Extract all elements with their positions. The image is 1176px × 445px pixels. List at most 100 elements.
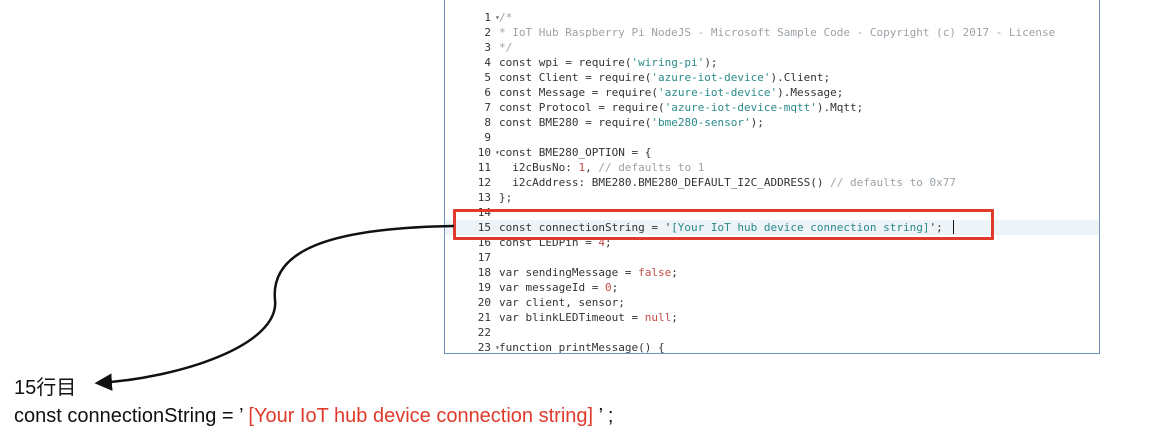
code-line[interactable]: 23 ▾function printMessage() { [445,340,1099,353]
line-number: 19 [477,281,491,294]
code-token: i2cBusNo: [499,161,579,174]
code-text: /* [499,10,512,25]
arrow-curve [94,224,455,391]
annotation-code-prefix: const connectionString = ’ [14,405,249,427]
code-line[interactable]: 1 ▾/* [445,10,1099,25]
line-number: 4 [484,56,491,69]
code-token: ).Message; [777,86,844,99]
line-number: 6 [484,86,491,99]
line-number: 11 [477,161,491,174]
code-text: const Protocol = require('azure-iot-devi… [499,100,863,115]
code-token: ; [671,266,678,279]
code-line[interactable]: 21 var blinkLEDTimeout = null; [445,310,1099,325]
line-number: 20 [477,296,491,309]
code-token: const wpi = require( [499,56,632,69]
code-token: ; [604,236,612,249]
line-number: 9 [484,131,491,144]
code-token: 'azure-iot-device' [657,86,778,99]
code-text: const BME280_OPTION = { [499,145,651,160]
annotation-line-label: 15行目 [14,377,77,399]
code-token: }; [499,191,513,204]
code-text: const BME280 = require('bme280-sensor'); [499,115,764,130]
code-token: null [644,311,672,324]
code-token: var sendingMessage = [499,266,639,279]
code-editor[interactable]: 1▾/*2* IoT Hub Raspberry Pi NodeJS - Mic… [444,0,1100,354]
code-token: */ [499,41,513,54]
code-line[interactable]: 6 const Message = require('azure-iot-devi… [445,85,1099,100]
code-line[interactable]: 3 */ [445,40,1099,55]
code-line[interactable]: 13}; [445,190,1099,205]
code-token: [Your IoT hub device connection string] [671,221,930,234]
code-token: /* [499,11,513,24]
code-token: ); [750,116,764,129]
code-text: var client, sensor; [499,295,625,310]
code-token: false [638,266,672,279]
code-text: const connectionString = '[Your IoT hub … [499,220,943,235]
code-token: 'bme280-sensor' [651,116,751,129]
code-token: function printMessage() { [499,341,665,353]
line-number: 13 [477,191,491,204]
code-token: const BME280 = require( [499,116,652,129]
code-text: var sendingMessage = false; [499,265,678,280]
code-token: const Protocol = require( [499,101,665,114]
code-line[interactable]: 12 i2cAddress: BME280.BME280_DEFAULT_I2C… [445,175,1099,190]
code-token: ).Client; [770,71,831,84]
code-editor-content[interactable]: 1▾/*2* IoT Hub Raspberry Pi NodeJS - Mic… [445,10,1099,353]
code-line[interactable]: 8 const BME280 = require('bme280-sensor')… [445,115,1099,130]
fold-arrow-icon[interactable]: ▾ [495,148,500,157]
code-token: 4 [598,236,605,249]
code-token: 'azure-iot-device' [651,71,771,84]
code-token: // defaults to 0x77 [830,176,956,189]
code-line[interactable]: 2 * IoT Hub Raspberry Pi NodeJS - Microso… [445,25,1099,40]
line-number: 2 [484,26,491,39]
code-text: i2cBusNo: 1, // defaults to 1 [499,160,704,175]
code-token: const Client = require( [499,71,652,84]
code-text: */ [499,40,512,55]
line-number: 23 [477,341,491,353]
code-token: * IoT Hub Raspberry Pi NodeJS - Microsof… [499,26,1056,39]
annotation-text: 15行目 const connectionString = ’ [Your Io… [14,374,613,430]
code-line[interactable]: 10▾const BME280_OPTION = { [445,145,1099,160]
code-line[interactable]: 22 [445,325,1099,340]
line-number: 21 [477,311,491,324]
fold-arrow-icon[interactable]: ▾ [495,343,500,352]
code-token: // defaults to 1 [598,161,705,174]
line-number: 3 [484,41,491,54]
code-token: , [585,161,599,174]
text-cursor [953,220,954,234]
code-token: 1 [578,161,586,174]
code-token: 0 [604,281,612,294]
code-line[interactable]: 11 i2cBusNo: 1, // defaults to 1 [445,160,1099,175]
code-token: '; [929,221,943,234]
line-number: 1 [484,11,491,24]
code-line[interactable]: 9 [445,130,1099,145]
code-line[interactable]: 20 var client, sensor; [445,295,1099,310]
code-token: var blinkLEDTimeout = [499,311,645,324]
fold-arrow-icon[interactable]: ▾ [495,13,500,22]
code-token: var client, sensor; [499,296,625,309]
code-text: }; [499,190,512,205]
code-line[interactable]: 17 [445,250,1099,265]
line-number: 17 [477,251,491,264]
line-number: 12 [477,176,491,189]
code-token: 'azure-iot-device-mqtt' [664,101,817,114]
annotation-code: const connectionString = ’ [Your IoT hub… [14,402,613,430]
line-number: 22 [477,326,491,339]
annotation-code-suffix: ’ ; [593,405,614,427]
code-token: i2cAddress: BME280.BME280_DEFAULT_I2C_AD… [499,176,831,189]
line-number: 8 [484,116,491,129]
code-text: var blinkLEDTimeout = null; [499,310,678,325]
code-text: const Client = require('azure-iot-device… [499,70,830,85]
code-token: const connectionString = ' [499,221,672,234]
code-text: const Message = require('azure-iot-devic… [499,85,843,100]
code-token: ).Mqtt; [816,101,864,114]
code-text: function printMessage() { [499,340,665,353]
code-token: 'wiring-pi' [631,56,705,69]
